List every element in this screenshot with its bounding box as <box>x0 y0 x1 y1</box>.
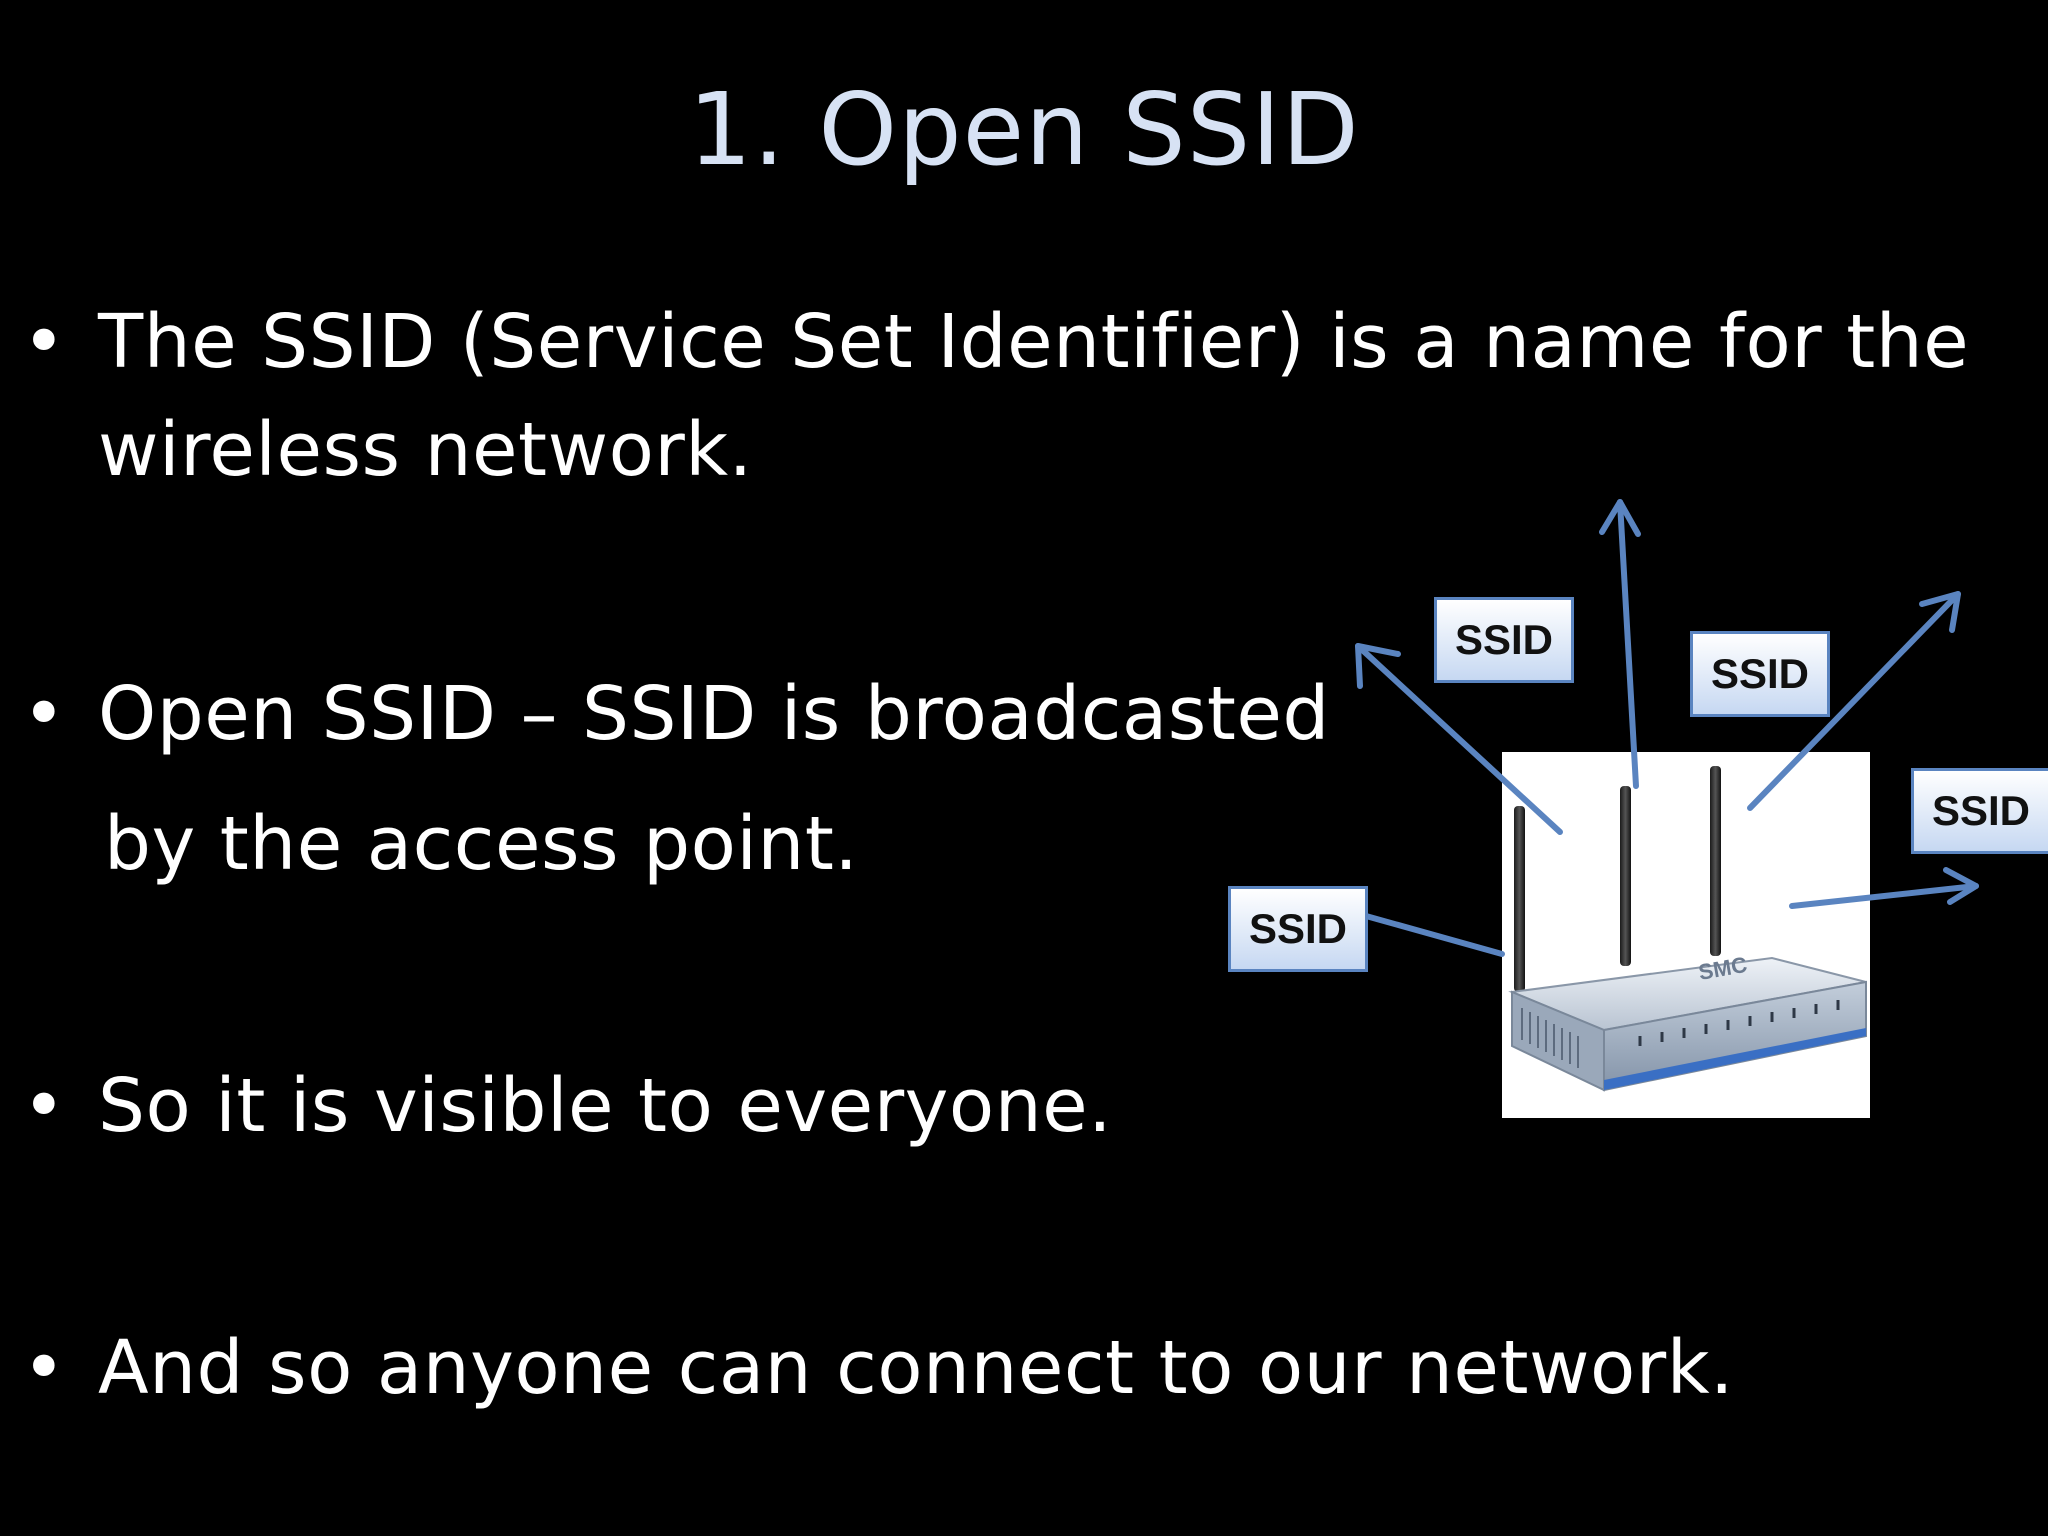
bullet-line: So it is visible to everyone. <box>98 1063 1113 1149</box>
bullet-line: The SSID (Service Set Identifier) is a n… <box>98 299 1970 385</box>
bullet-text: The SSID (Service Set Identifier) is a n… <box>98 288 1969 504</box>
bullet-text: And so anyone can connect to our network… <box>98 1314 1734 1422</box>
bullet-line: wireless network. <box>98 407 753 493</box>
bullet-text: Open SSID – SSID is broadcasted by the a… <box>98 660 1330 898</box>
diagram-canvas: SMC <box>1355 499 1979 1118</box>
bullet-line: by the access point. <box>104 801 859 887</box>
bullet-dot: • <box>22 299 67 385</box>
bullet-line: And so anyone can connect to our network… <box>98 1325 1735 1411</box>
bullet-dot: • <box>22 671 67 757</box>
ssid-label: SSID <box>1911 768 2048 854</box>
bullet-dot: • <box>22 1325 67 1411</box>
ssid-label: SSID <box>1434 597 1574 683</box>
slide-title: 1. Open SSID <box>688 71 1360 188</box>
bullet-text: So it is visible to everyone. <box>98 1052 1112 1160</box>
bullet-line: Open SSID – SSID is broadcasted <box>98 671 1330 757</box>
ssid-label: SSID <box>1690 631 1830 717</box>
bullet-dot: • <box>22 1063 67 1149</box>
ssid-broadcast-diagram: SMC SSID SSID SSID SSID <box>1200 480 2048 1140</box>
broadcast-arrows <box>1355 499 1979 957</box>
ssid-label: SSID <box>1228 886 1368 972</box>
wireless-router-icon: SMC <box>1502 752 1870 1118</box>
